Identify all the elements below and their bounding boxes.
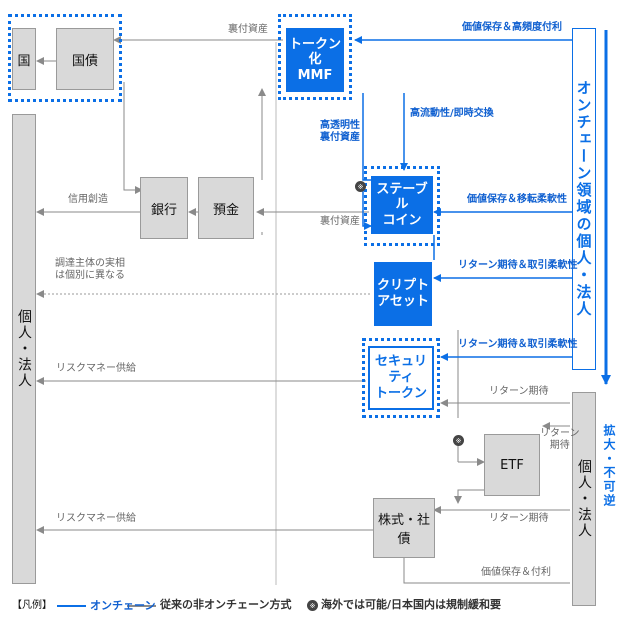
legend-note-marker: ※ — [307, 600, 318, 611]
stablecoin-node: ステーブル コイン — [371, 176, 433, 234]
onchain-entities-label: オンチェーン領域の個人・法人 — [574, 80, 593, 318]
label-high-liquidity: 高流動性/即時交換 — [410, 108, 494, 119]
tokenized-mmf-frame — [278, 14, 352, 100]
onchain-entities-box: オンチェーン領域の個人・法人 — [572, 28, 596, 370]
label-high-transparency: 高透明性 裏付資産 — [320, 120, 360, 143]
label-return-expectation-1: リターン期待 — [489, 386, 549, 397]
label-return-expectation-2: リターン 期待 — [540, 428, 580, 451]
country-node: 国 — [12, 28, 36, 90]
stocks-bonds-node: 株式・社債 — [373, 498, 435, 558]
label-risk-money-1: リスクマネー供給 — [56, 363, 136, 374]
security-token-node: セキュリティ トークン — [368, 346, 434, 410]
country-label: 国 — [17, 53, 31, 69]
note-marker-etf: ※ — [453, 435, 464, 446]
stablecoin-frame — [364, 166, 440, 246]
label-return-expectation-3: リターン期待 — [489, 513, 549, 524]
etf-label: ETF — [500, 457, 524, 473]
stablecoin-label: ステーブル コイン — [376, 181, 428, 228]
legend-prefix: 【凡例】 — [12, 600, 52, 611]
individuals-corporations-left-label: 個人・法人 — [16, 309, 32, 389]
individuals-corporations-left: 個人・法人 — [12, 114, 36, 584]
label-value-storage-interest: 価値保存＆付利 — [481, 567, 551, 578]
stocks-bonds-label: 株式・社債 — [377, 513, 430, 547]
bank-node: 銀行 — [140, 177, 188, 239]
legend-note-symbol: ※ — [309, 601, 316, 610]
label-credit-creation: 信用創造 — [68, 194, 108, 205]
expansion-irreversible-label: 拡大・不可逆 — [598, 396, 618, 536]
government-bond-node: 国債 — [56, 28, 114, 90]
label-backing-assets-top: 裏付資産 — [228, 24, 268, 35]
label-return-trade-flex-1: リターン期待＆取引柔軟性 — [458, 260, 578, 271]
individuals-corporations-right: 個人・法人 — [572, 392, 596, 606]
label-risk-money-2: リスクマネー供給 — [56, 513, 136, 524]
legend-offchain: 従来の非オンチェーン方式 — [160, 598, 292, 611]
legend-onchain: オンチェーン — [90, 599, 156, 612]
security-token-label: セキュリティ トークン — [374, 353, 427, 402]
etf-node: ETF — [484, 434, 540, 496]
bank-label: 銀行 — [150, 202, 177, 218]
label-return-trade-flex-2: リターン期待＆取引柔軟性 — [458, 339, 578, 350]
tokenized-mmf-node: トークン化 MMF — [286, 28, 344, 92]
tokenized-mmf-label: トークン化 MMF — [288, 36, 341, 83]
label-value-transfer-flex: 価値保存＆移転柔軟性 — [467, 194, 567, 205]
label-backing-assets-mid: 裏付資産 — [320, 216, 360, 227]
expansion-irreversible-text: 拡大・不可逆 — [602, 424, 616, 508]
deposit-node: 預金 — [198, 177, 254, 239]
legend-note: 海外では可能/日本国内は規制緩和要 — [321, 598, 502, 611]
note-symbol-2: ※ — [455, 436, 462, 445]
individuals-corporations-right-label: 個人・法人 — [576, 459, 592, 539]
note-symbol-1: ※ — [357, 182, 364, 191]
government-bond-label: 国債 — [71, 53, 98, 69]
deposit-label: 預金 — [212, 202, 239, 218]
note-marker-stablecoin: ※ — [355, 181, 366, 192]
label-issuer-varies: 調達主体の実相 は個別に異なる — [55, 258, 125, 281]
label-value-high-freq-interest: 価値保存＆高頻度付利 — [462, 22, 562, 33]
security-token-frame — [362, 338, 440, 418]
crypto-asset-node: クリプト アセット — [374, 262, 432, 326]
domestic-group-frame — [8, 14, 122, 102]
crypto-asset-label: クリプト アセット — [376, 278, 429, 309]
